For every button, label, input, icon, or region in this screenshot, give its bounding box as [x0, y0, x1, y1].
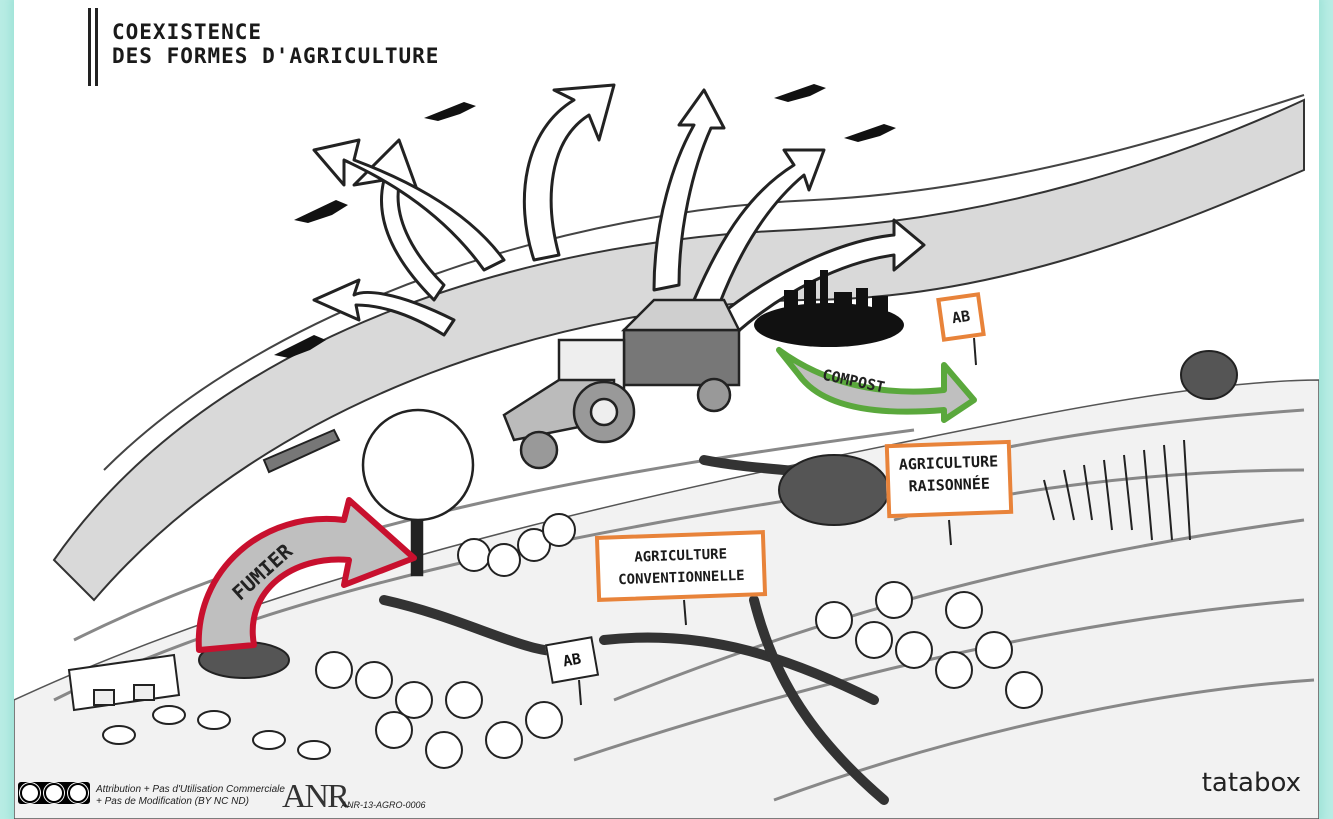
tractor-icon: [502, 298, 742, 470]
license-text: Attribution + Pas d'Utilisation Commerci…: [96, 784, 285, 808]
city-skyline-icon: [754, 270, 904, 347]
anr-code: ANR-13-AGRO-0006: [341, 800, 426, 810]
title-bar: [88, 8, 98, 86]
tatabox-logo: tatabox: [1201, 768, 1301, 798]
anr-logo: ANR: [282, 778, 350, 815]
sign-agriculture-conventionnelle: AGRICULTURE CONVENTIONNELLE: [594, 530, 768, 602]
sign-ab-bottom: AB: [544, 636, 600, 684]
sign-agriculture-raisonnee: AGRICULTURE RAISONNÉE: [884, 439, 1014, 519]
sign-ab-top: AB: [936, 292, 986, 342]
barn-icon: [67, 653, 181, 712]
page-title: COEXISTENCE DES FORMES D'AGRICULTURE: [112, 20, 439, 68]
cc-license-icon: [18, 782, 90, 804]
cow-icon: [102, 705, 331, 760]
title-line-2: DES FORMES D'AGRICULTURE: [112, 44, 440, 68]
raisonnee-line-2: RAISONNÉE: [908, 474, 991, 496]
illustration-canvas: COEXISTENCE DES FORMES D'AGRICULTURE FUM…: [14, 0, 1319, 819]
conv-line-2: CONVENTIONNELLE: [617, 567, 745, 589]
sign-ab-bottom-label: AB: [561, 649, 583, 671]
tree-icon: [361, 408, 475, 577]
title-line-1: COEXISTENCE: [112, 20, 263, 44]
license-line-2: + Pas de Modification (BY NC ND): [96, 796, 249, 807]
license-line-1: Attribution + Pas d'Utilisation Commerci…: [96, 784, 285, 795]
sign-ab-top-label: AB: [950, 306, 972, 328]
raisonnee-line-1: AGRICULTURE: [898, 452, 999, 474]
airplane-icon: [274, 84, 896, 358]
landscape-drawing: [14, 83, 1319, 819]
